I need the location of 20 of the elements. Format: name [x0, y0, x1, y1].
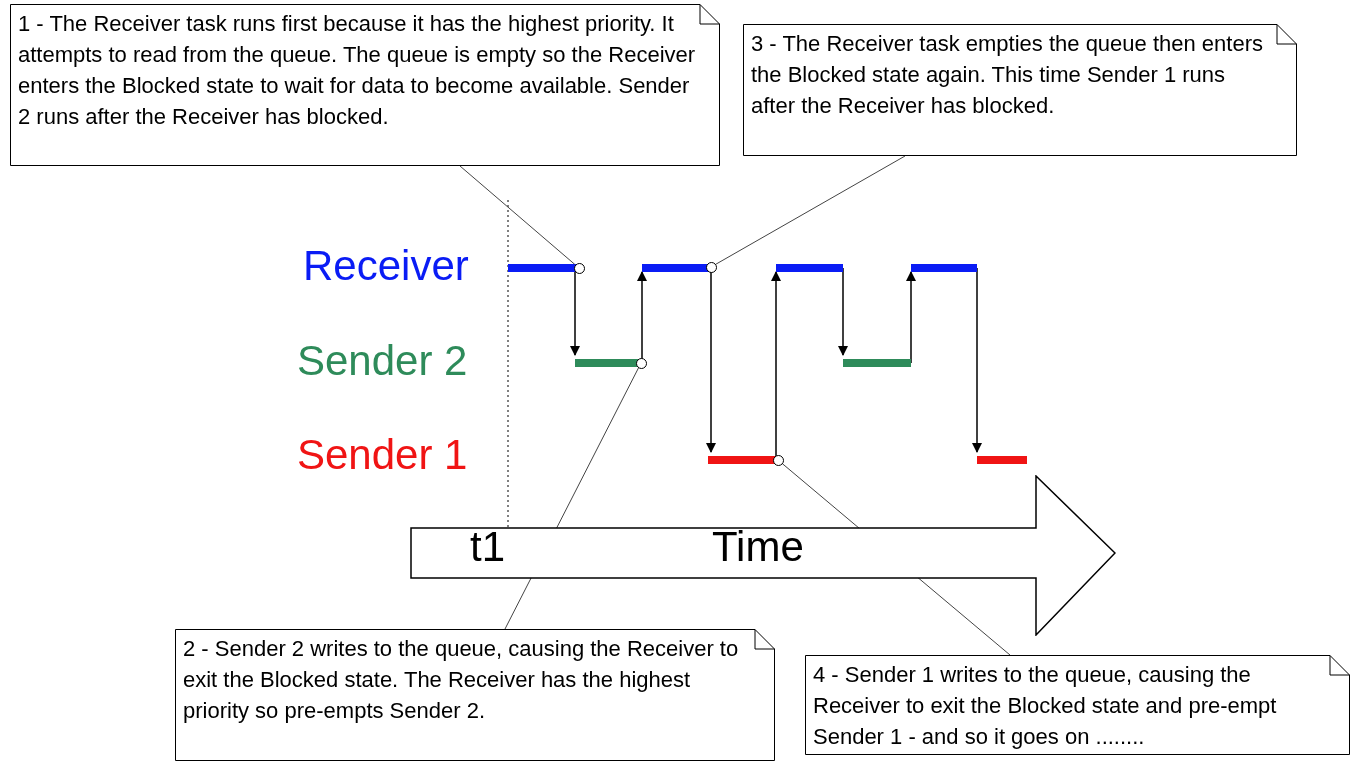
note-text: 4 - Sender 1 writes to the queue, causing the Receiver to exit the Blocked state and pre-empt Sender 1 - and so it goes on ........: [813, 661, 1278, 751]
leader-line: [459, 165, 576, 265]
callout-note: [175, 629, 775, 761]
note-text: 1 - The Receiver task runs first because it has the highest priority. It attempts to read from the queue. The queue is empty so the Receiver enters the Blocked state to wait for data to become available. Sender 2 runs after the Receiver has blocked.: [18, 10, 697, 131]
transition-point-circle: [573, 262, 585, 274]
transition-point-circle: [635, 357, 647, 369]
callout-note: [743, 24, 1297, 156]
task-name: Sender 1: [297, 431, 468, 479]
callout-note: [10, 4, 720, 166]
transition-point-circle: [772, 454, 784, 466]
leader-line: [715, 155, 906, 265]
transition-point-circle: [705, 261, 717, 273]
task-name: Receiver: [303, 242, 469, 290]
note-text: 2 - Sender 2 writes to the queue, causing the Receiver to exit the Blocked state. The Receiver has the highest priority so pre-empts Sender 2.: [183, 635, 740, 725]
task-name: Sender 2: [297, 337, 468, 385]
axis-label: Time: [712, 523, 804, 571]
callout-note: [805, 655, 1350, 755]
axis-label: t1: [470, 523, 506, 571]
note-text: 3 - The Receiver task empties the queue then enters the Blocked state again. This time Sender 1 runs after the Receiver has blocked.: [751, 30, 1264, 120]
time-block-arrow: [410, 475, 1116, 636]
